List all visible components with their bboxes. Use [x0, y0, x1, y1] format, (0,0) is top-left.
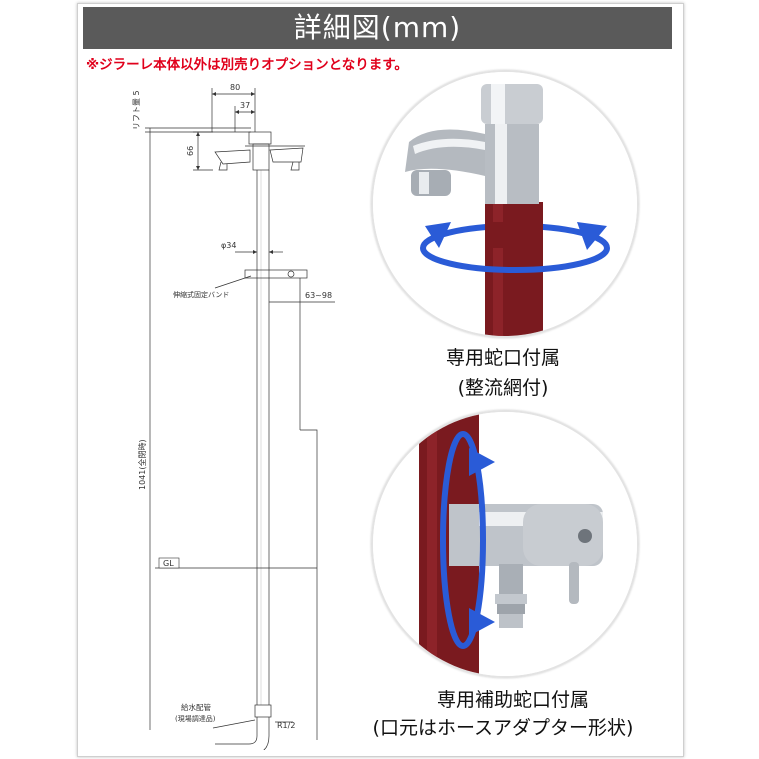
bottom-caption-line1: 専用補助蛇口付属	[436, 689, 589, 711]
head-body	[252, 143, 270, 171]
total-height-label: 1041(全閉時)	[137, 439, 147, 490]
drawing-svg: 80 37 66 リフト量 5 φ34 伸縮式固定バンド 63~98 1041(…	[132, 83, 335, 755]
arrowhead-left-icon	[425, 222, 451, 248]
page-title: 詳細図(mm)	[83, 7, 672, 49]
technical-drawing: 80 37 66 リフト量 5 φ34 伸縮式固定バンド 63~98 1041(…	[95, 70, 395, 755]
faucet-photo	[371, 70, 639, 338]
arrowhead-top-icon	[469, 448, 495, 476]
dim-37: 37	[240, 101, 250, 110]
spout-left	[214, 149, 251, 165]
spout-right	[269, 147, 304, 163]
bottom-caption-line2: (口元はホースアダプター形状)	[372, 717, 634, 739]
dim-66: 66	[186, 146, 195, 156]
handle-top	[248, 131, 272, 145]
fixing-band	[244, 269, 308, 279]
dim-phi34: φ34	[221, 241, 236, 250]
band-label: 伸縮式固定バンド	[173, 290, 229, 299]
aux-faucet-photo	[371, 410, 639, 678]
arrowhead-right-icon	[577, 222, 607, 250]
options-notice: ※ジラーレ本体以外は別売りオプションとなります。	[86, 57, 408, 73]
r12-label: R1/2	[277, 721, 295, 730]
gl-label: GL	[163, 559, 174, 568]
dim-80: 80	[230, 83, 240, 92]
supply-label-1: 給水配管	[181, 702, 211, 712]
arrowhead-bottom-icon	[469, 608, 495, 636]
lift-label: リフト量 5	[132, 90, 141, 130]
top-caption-line1: 専用蛇口付属	[445, 347, 560, 369]
top-caption-line2: (整流網付)	[457, 377, 549, 399]
supply-label-2: (現場調達品)	[175, 714, 216, 723]
dim-63-98: 63~98	[305, 291, 332, 300]
